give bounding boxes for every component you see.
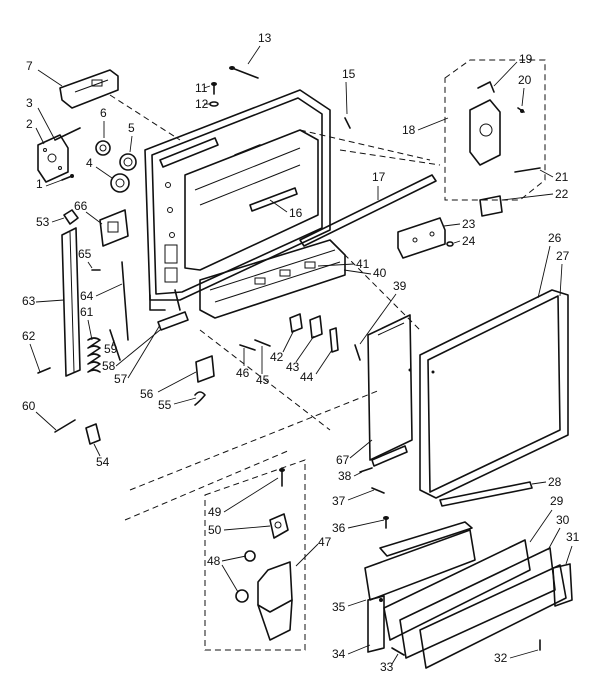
part-38-screw xyxy=(359,467,373,473)
leader-dashed-1 xyxy=(299,129,431,161)
callout-62: 62 xyxy=(22,329,36,343)
part-18-hinge-box xyxy=(444,59,546,217)
callout-11: 11 xyxy=(195,81,208,95)
leader-dashed-6 xyxy=(129,389,381,491)
callout-40: 40 xyxy=(373,266,387,280)
callout-42: 42 xyxy=(270,350,284,364)
callout-49: 49 xyxy=(208,505,222,519)
part-37-screw xyxy=(371,487,385,494)
callout-38: 38 xyxy=(338,469,352,483)
part-67-panel xyxy=(367,314,413,467)
callout-55: 55 xyxy=(158,398,172,412)
callout-53: 53 xyxy=(36,215,50,229)
callout-50: 50 xyxy=(208,523,222,537)
callout-45: 45 xyxy=(256,373,270,387)
part-60-pin xyxy=(54,419,76,433)
callout-36: 36 xyxy=(332,521,346,535)
callout-16: 16 xyxy=(289,206,303,220)
callout-48: 48 xyxy=(207,554,221,568)
leader-dashed-4 xyxy=(329,239,421,331)
callout-32: 32 xyxy=(494,651,508,665)
callout-20: 20 xyxy=(518,73,532,87)
callout-66: 66 xyxy=(74,199,88,213)
callout-58: 58 xyxy=(102,359,116,373)
part-4-5-6-knobs xyxy=(95,140,137,193)
callout-44: 44 xyxy=(300,370,314,384)
callout-22: 22 xyxy=(555,187,569,201)
callout-30: 30 xyxy=(556,513,570,527)
callout-13: 13 xyxy=(258,31,272,45)
callout-37: 37 xyxy=(332,494,346,508)
callout-27: 27 xyxy=(556,249,570,263)
inner-door-frame xyxy=(144,89,331,311)
part-61-spring xyxy=(87,337,101,373)
part-53-63-tube xyxy=(61,209,81,377)
part-33-screw xyxy=(391,647,405,656)
callout-31: 31 xyxy=(566,530,580,544)
callout-39: 39 xyxy=(393,279,407,293)
part-56-55-clip xyxy=(194,355,215,406)
callout-29: 29 xyxy=(550,494,564,508)
callout-23: 23 xyxy=(462,217,476,231)
part-23-24-bracket xyxy=(397,217,454,259)
callout-54: 54 xyxy=(96,455,110,469)
callout-21: 21 xyxy=(555,170,569,184)
part-28-rod xyxy=(439,481,533,507)
callout-34: 34 xyxy=(332,647,346,661)
callout-33: 33 xyxy=(380,660,394,674)
callout-6: 6 xyxy=(100,106,107,120)
callout-64: 64 xyxy=(80,289,94,303)
callout-28: 28 xyxy=(548,475,562,489)
leader-dashed-2 xyxy=(109,94,181,141)
callout-43: 43 xyxy=(286,360,300,374)
part-11-12-screw-washer xyxy=(209,82,219,107)
callout-63: 63 xyxy=(22,294,36,308)
part-2-latch xyxy=(37,134,69,183)
part-54-cap xyxy=(85,423,101,445)
leader-dashed-3 xyxy=(339,149,441,166)
callout-12: 12 xyxy=(195,97,209,111)
part-66-plate xyxy=(99,209,129,247)
part-64-rod xyxy=(121,261,129,341)
part-17-rod xyxy=(299,174,437,247)
callout-67: 67 xyxy=(336,453,350,467)
part-29-35-kick-panels xyxy=(364,521,573,669)
part-59-rod xyxy=(109,329,121,361)
callout-19: 19 xyxy=(519,52,533,66)
part-15-screw xyxy=(344,117,351,129)
callout-35: 35 xyxy=(332,600,346,614)
callout-46: 46 xyxy=(236,366,250,380)
callout-65: 65 xyxy=(78,247,92,261)
callout-3: 3 xyxy=(26,96,33,110)
callout-41: 41 xyxy=(356,257,370,271)
callout-60: 60 xyxy=(22,399,36,413)
callout-56: 56 xyxy=(140,387,154,401)
callout-15: 15 xyxy=(342,67,356,81)
leader-dashed-5 xyxy=(199,329,331,431)
callout-1: 1 xyxy=(36,177,43,191)
callout-61: 61 xyxy=(80,305,94,319)
callout-5: 5 xyxy=(128,121,135,135)
callout-7: 7 xyxy=(26,59,33,73)
part-58-rail xyxy=(157,311,189,331)
callout-18: 18 xyxy=(402,123,416,137)
part-13-screw xyxy=(229,66,259,79)
callout-labels: 13 7 11 12 15 3 6 5 2 4 1 19 20 18 16 17 xyxy=(22,31,580,674)
callout-17: 17 xyxy=(372,170,386,184)
part-62-screw xyxy=(37,367,51,374)
callout-4: 4 xyxy=(86,156,93,170)
callout-26: 26 xyxy=(548,231,562,245)
callout-47: 47 xyxy=(318,535,332,549)
part-26-27-outer-panel xyxy=(419,289,569,499)
callout-2: 2 xyxy=(26,117,33,131)
part-7-bracket xyxy=(59,69,119,109)
callout-57: 57 xyxy=(114,372,128,386)
callout-24: 24 xyxy=(462,234,476,248)
part-39-screw xyxy=(354,344,361,361)
part-3-rod xyxy=(54,127,81,141)
callout-59: 59 xyxy=(104,342,118,356)
